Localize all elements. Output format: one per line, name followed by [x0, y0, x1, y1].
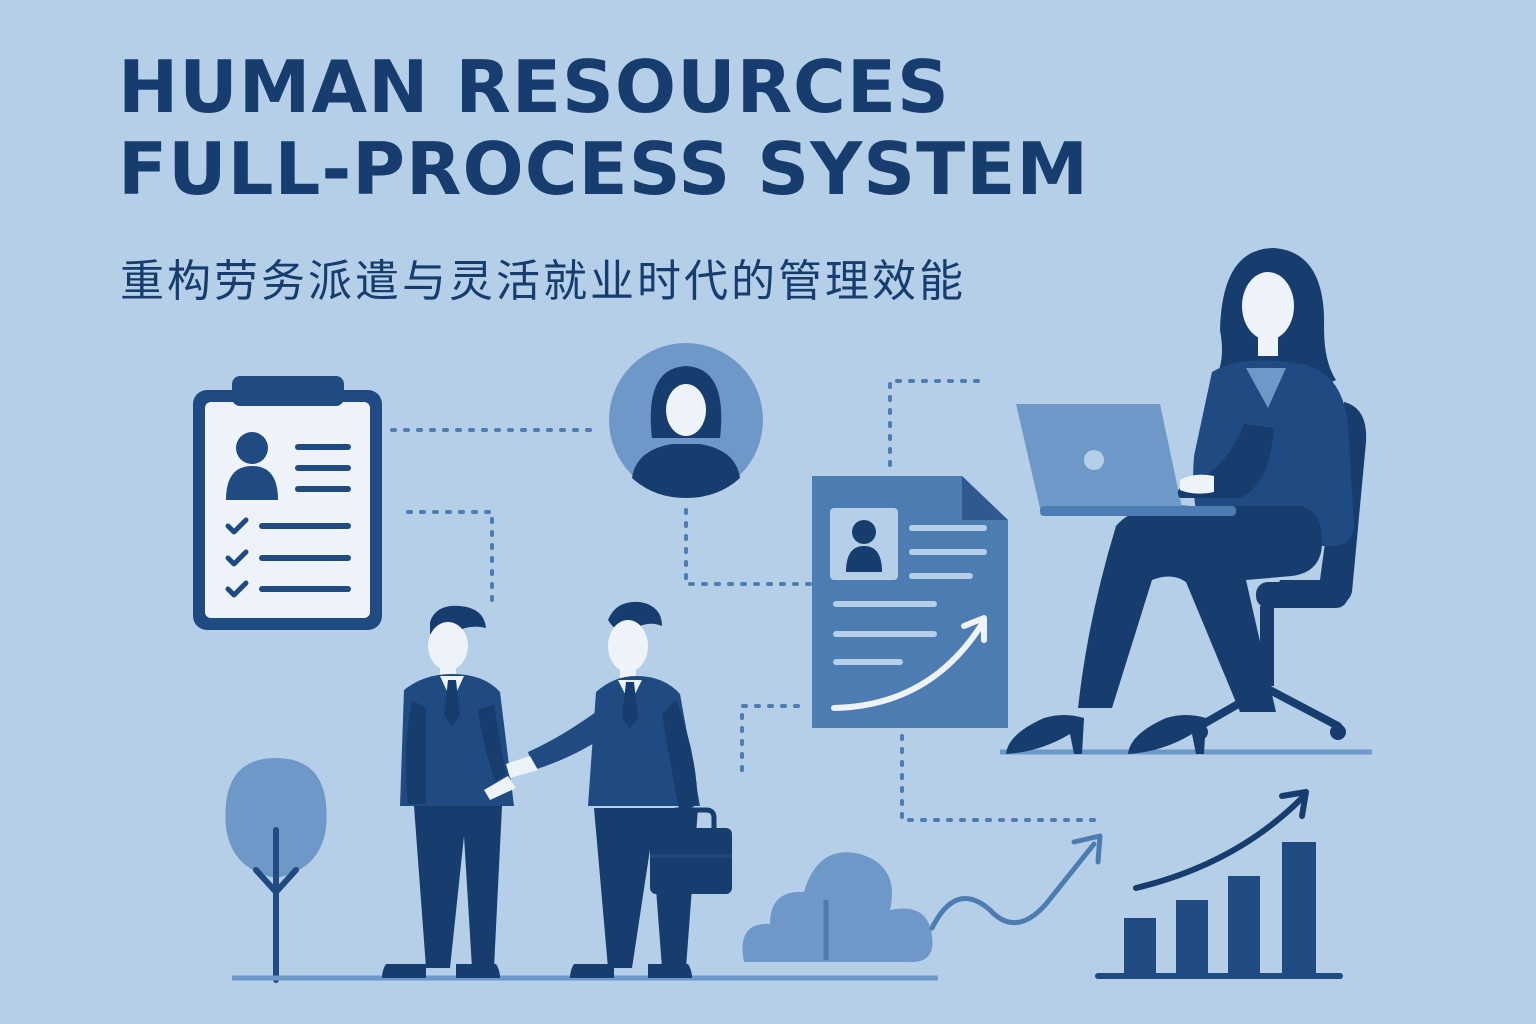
trend-arrow-icon — [929, 833, 1103, 931]
businessman-right — [506, 601, 732, 978]
tree-icon — [225, 758, 327, 983]
title-line-1: HUMAN RESOURCES — [118, 45, 950, 129]
title-line-2: FULL-PROCESS SYSTEM — [118, 127, 1090, 211]
woman-with-laptop — [1000, 248, 1372, 755]
bar-chart-growth-icon — [1095, 789, 1343, 979]
briefcase-icon — [650, 807, 732, 894]
page-subtitle: 重构劳务派遣与灵活就业时代的管理效能 — [120, 256, 966, 307]
dotted-connectors — [390, 379, 1100, 822]
businessman-left — [382, 605, 516, 978]
resume-document-icon — [812, 476, 1008, 728]
clipboard-checklist-icon — [193, 376, 382, 630]
bush-icon — [742, 852, 933, 963]
page-title: HUMAN RESOURCES FULL-PROCESS SYSTEM — [118, 46, 1089, 210]
user-avatar-icon — [609, 343, 763, 498]
laptop-icon — [1016, 404, 1236, 516]
